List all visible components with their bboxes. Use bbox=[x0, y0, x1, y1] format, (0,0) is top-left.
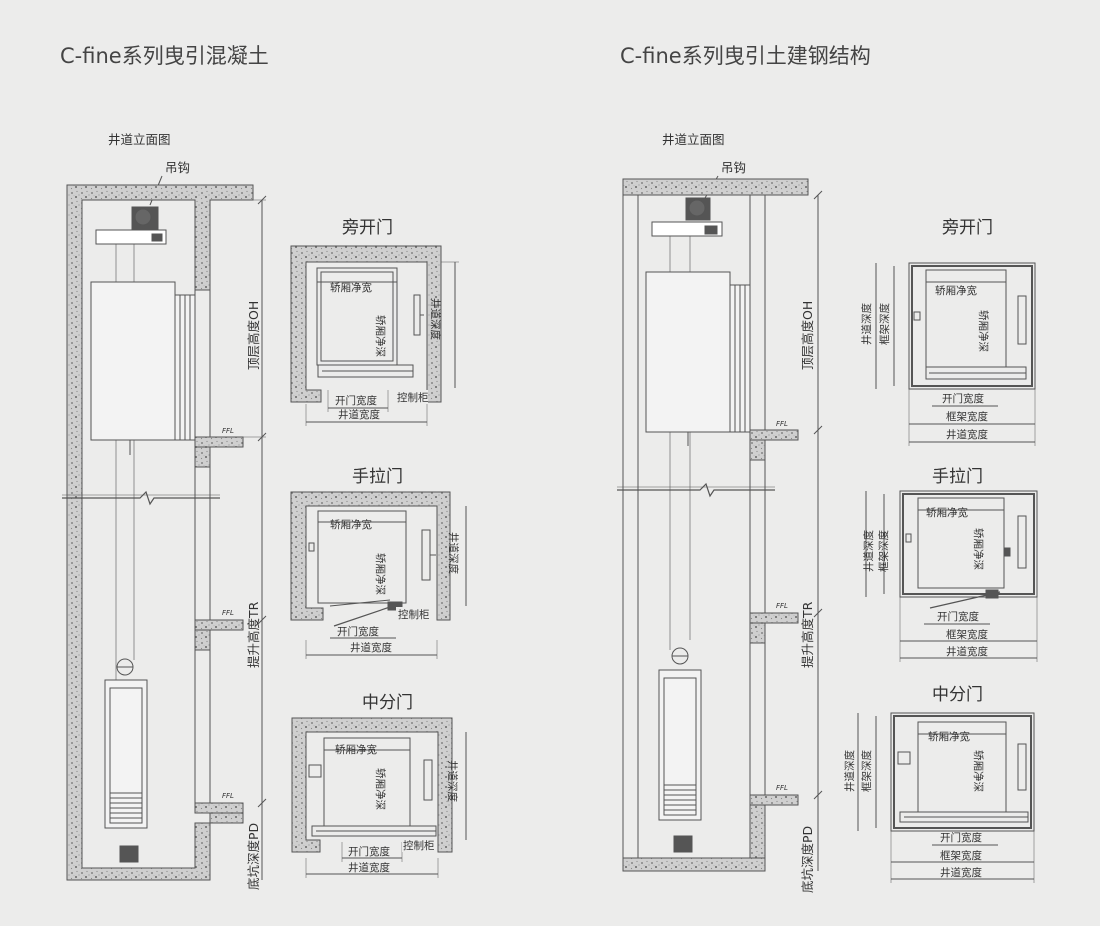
right-side-door-plan: 旁开门 轿厢净宽 轿厢净深 井道深度 框架深度 开门宽度 框架宽度 井道宽度 bbox=[860, 218, 1036, 446]
left-ffl-1: FFL bbox=[222, 427, 234, 435]
right-oh-label: 顶层高度OH bbox=[800, 301, 815, 370]
right-center-door-plan: 中分门 轿厢净宽 轿厢净深 井道深度 框架深度 开门宽度 框架宽度 井道宽度 bbox=[843, 685, 1035, 883]
right-center-frame-width: 框架宽度 bbox=[940, 849, 982, 862]
right-center-door-title: 中分门 bbox=[932, 685, 983, 705]
left-manual-control: 控制柜 bbox=[398, 608, 430, 621]
left-center-control: 控制柜 bbox=[403, 839, 435, 852]
right-ffl-3: FFL bbox=[776, 784, 788, 792]
right-manual-car-width: 轿厢净宽 bbox=[926, 506, 968, 519]
left-side-door-plan: 旁开门 轿厢净宽 轿厢净深 井道深度 开门宽度 控制柜 井道宽度 bbox=[290, 218, 459, 426]
left-center-door-width: 开门宽度 bbox=[348, 845, 390, 858]
right-pd-label: 底坑深度PD bbox=[800, 826, 815, 893]
left-manual-car-depth: 轿厢净深 bbox=[374, 553, 387, 595]
right-center-car-width: 轿厢净宽 bbox=[928, 730, 970, 743]
left-manual-door-title: 手拉门 bbox=[352, 467, 403, 487]
right-manual-shaft-width: 井道宽度 bbox=[946, 645, 988, 658]
right-ffl-1: FFL bbox=[776, 420, 788, 428]
left-tr-label: 提升高度TR bbox=[246, 601, 261, 668]
left-center-shaft-width: 井道宽度 bbox=[348, 861, 390, 874]
left-manual-shaft-width: 井道宽度 bbox=[350, 641, 392, 654]
right-center-car-depth: 轿厢净深 bbox=[972, 750, 985, 792]
right-side-door-width: 开门宽度 bbox=[942, 392, 984, 405]
right-side-frame-width: 框架宽度 bbox=[946, 410, 988, 423]
right-manual-door-title: 手拉门 bbox=[932, 467, 983, 487]
right-side-door-title: 旁开门 bbox=[942, 218, 993, 238]
right-center-shaft-depth: 井道深度 bbox=[843, 750, 856, 792]
left-center-door-title: 中分门 bbox=[362, 693, 413, 713]
right-ffl-2: FFL bbox=[776, 602, 788, 610]
left-center-car-width: 轿厢净宽 bbox=[335, 743, 377, 756]
right-hook-label: 吊钩 bbox=[721, 160, 746, 175]
right-manual-door-plan: 手拉门 轿厢净宽 轿厢净深 井道深度 框架深度 开门宽度 框架宽度 井道宽度 bbox=[862, 467, 1038, 662]
right-side-shaft-depth: 井道深度 bbox=[860, 303, 873, 345]
left-manual-shaft-depth: 井道深度 bbox=[447, 532, 460, 574]
left-center-car-depth: 轿厢净深 bbox=[374, 768, 387, 810]
left-center-shaft-depth: 井道深度 bbox=[446, 760, 459, 802]
left-title: C-fine系列曳引混凝土 bbox=[60, 44, 269, 68]
left-ffl-3: FFL bbox=[222, 792, 234, 800]
left-manual-door-plan: 手拉门 轿厢净宽 轿厢净深 井道深度 开门宽度 控制柜 井道宽度 bbox=[290, 467, 467, 659]
left-manual-door-width: 开门宽度 bbox=[337, 625, 379, 638]
right-side-shaft-width: 井道宽度 bbox=[946, 428, 988, 441]
right-elevation-title: 井道立面图 bbox=[662, 132, 725, 147]
left-hook-label: 吊钩 bbox=[165, 160, 190, 175]
left-elevation: 井道立面图 吊钩 bbox=[62, 132, 267, 881]
right-side-car-width: 轿厢净宽 bbox=[935, 284, 977, 297]
left-side-door-title: 旁开门 bbox=[342, 218, 393, 238]
right-title: C-fine系列曳引土建钢结构 bbox=[620, 44, 871, 68]
left-oh-label: 顶层高度OH bbox=[246, 301, 261, 370]
right-manual-car-depth: 轿厢净深 bbox=[972, 528, 985, 570]
right-side-frame-depth: 框架深度 bbox=[878, 303, 891, 345]
left-side-door-width: 开门宽度 bbox=[335, 394, 377, 407]
left-side-car-depth: 轿厢净深 bbox=[374, 315, 387, 357]
left-pd-label: 底坑深度PD bbox=[246, 823, 261, 890]
left-side-shaft-depth: 井道深度 bbox=[429, 298, 442, 340]
right-manual-frame-depth: 框架深度 bbox=[877, 530, 890, 572]
left-center-door-plan: 中分门 轿厢净宽 轿厢净深 井道深度 开门宽度 控制柜 井道宽度 bbox=[291, 693, 467, 878]
right-elevation: 井道立面图 吊钩 bbox=[617, 132, 823, 872]
left-manual-car-width: 轿厢净宽 bbox=[330, 518, 372, 531]
right-center-frame-depth: 框架深度 bbox=[860, 750, 873, 792]
left-ffl-2: FFL bbox=[222, 609, 234, 617]
left-elevation-title: 井道立面图 bbox=[108, 132, 171, 147]
left-side-control: 控制柜 bbox=[397, 391, 429, 404]
right-manual-frame-width: 框架宽度 bbox=[946, 628, 988, 641]
left-side-car-width: 轿厢净宽 bbox=[330, 281, 372, 294]
right-manual-door-width: 开门宽度 bbox=[937, 610, 979, 623]
right-side-car-depth: 轿厢净深 bbox=[977, 310, 990, 352]
right-center-shaft-width: 井道宽度 bbox=[940, 866, 982, 879]
right-manual-shaft-depth: 井道深度 bbox=[862, 530, 875, 572]
right-center-door-width: 开门宽度 bbox=[940, 831, 982, 844]
right-tr-label: 提升高度TR bbox=[800, 601, 815, 668]
left-side-shaft-width: 井道宽度 bbox=[338, 408, 380, 421]
